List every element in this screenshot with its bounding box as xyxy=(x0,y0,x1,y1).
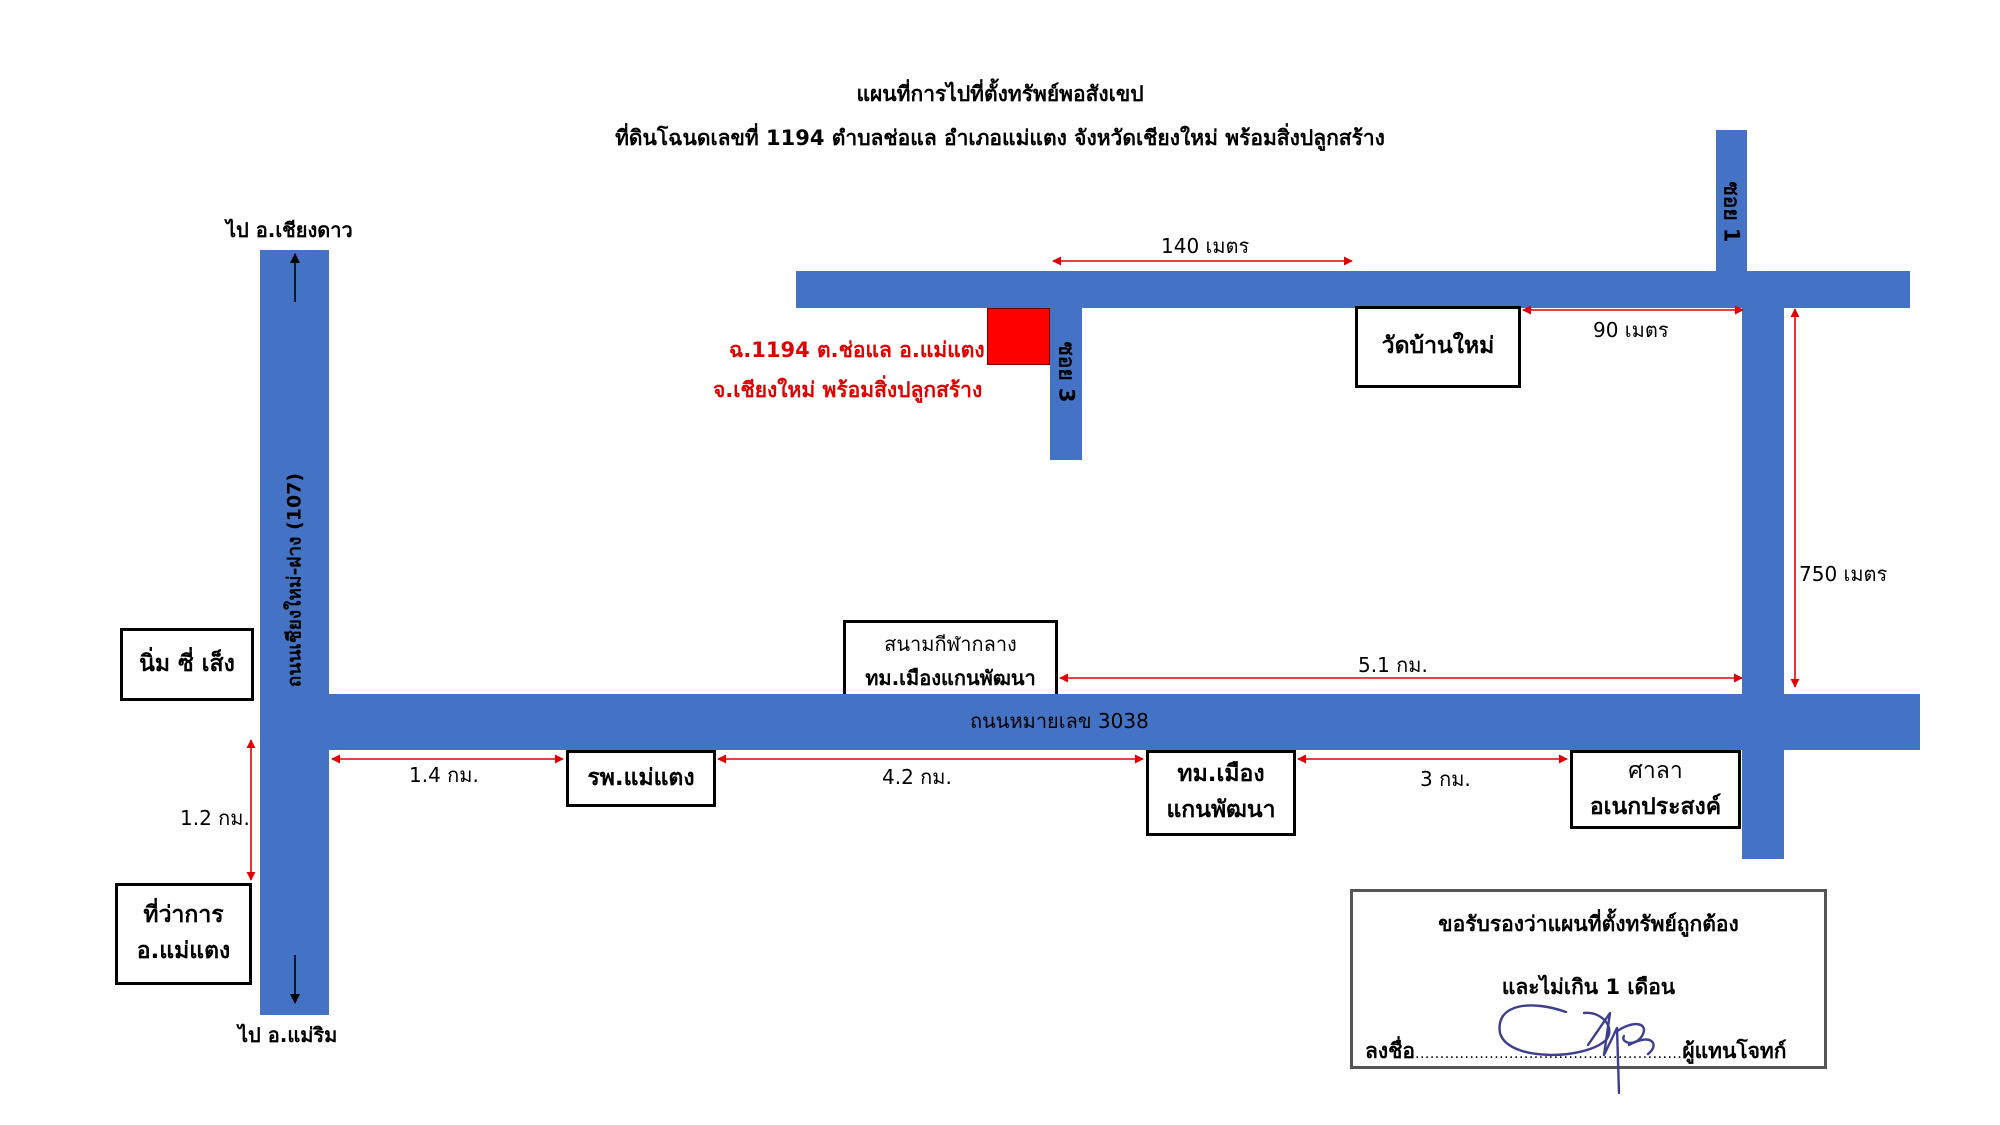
main-road-label: ถนนหมายเลข 3038 xyxy=(970,709,1149,733)
landmark-sala: ศาลา อเนกประสงค์ xyxy=(1570,750,1741,829)
landmark-municipality: ทม.เมือง แกนพัฒนา xyxy=(1146,750,1296,836)
municipality-label-line1: ทม.เมือง xyxy=(1177,761,1265,788)
distance-3km: 3 กม. xyxy=(1420,767,1471,791)
south-direction-label: ไป อ.แม่ริม xyxy=(238,1023,338,1047)
wat-label: วัดบ้านใหม่ xyxy=(1381,333,1495,360)
soi-1-label: ซอย 1 xyxy=(1719,181,1744,243)
nim-c-lang-label: นิ่ม ซี่ เส็ง xyxy=(139,650,235,677)
district-office-label-line2: อ.แม่แตง xyxy=(136,938,231,964)
certification-box: ขอรับรองว่าแผนที่ตั้งทรัพย์ถูกต้อง และไม… xyxy=(1350,889,1827,1069)
right-connector-road xyxy=(1742,306,1784,859)
signature-prefix: ลงชื่อ xyxy=(1365,1039,1415,1063)
soi-1-road xyxy=(1716,130,1747,271)
highway-label: ถนนเชียงใหม่-ฝาง (107) xyxy=(283,472,306,688)
landmark-stadium: สนามกีฬากลาง ทม.เมืองแกนพัฒนา xyxy=(843,620,1058,694)
property-marker xyxy=(987,308,1050,365)
landmark-wat-ban-mai: วัดบ้านใหม่ xyxy=(1355,306,1521,388)
soi-3-road xyxy=(1050,308,1082,460)
distance-1-2km: 1.2 กม. xyxy=(180,806,250,830)
signature-suffix: ผู้แทนโจทก์ xyxy=(1682,1039,1787,1063)
signature-line: ลงชื่อ .................................… xyxy=(1365,1035,1815,1068)
sala-label-line1: ศาลา xyxy=(1628,757,1683,784)
property-label-line2: จ.เชียงใหม่ พร้อมสิ่งปลูกสร้าง xyxy=(713,378,983,402)
stadium-label-line2: ทม.เมืองแกนพัฒนา xyxy=(865,666,1036,690)
landmark-nim-c-lang: นิ่ม ซี่ เส็ง xyxy=(120,628,254,701)
soi-3-label: ซอย 3 xyxy=(1054,341,1079,403)
distance-90m: 90 เมตร xyxy=(1593,318,1669,342)
distance-140m: 140 เมตร xyxy=(1161,234,1250,258)
map-title-line1: แผนที่การไปที่ตั้งทรัพย์พอสังเขป xyxy=(856,82,1144,106)
highway-107 xyxy=(260,250,329,1015)
municipality-label-line2: แกนพัฒนา xyxy=(1166,797,1276,823)
distance-750m: 750 เมตร xyxy=(1799,562,1888,586)
certification-line1: ขอรับรองว่าแผนที่ตั้งทรัพย์ถูกต้อง xyxy=(1438,912,1739,936)
distance-5-1km: 5.1 กม. xyxy=(1358,653,1428,677)
stadium-label-line1: สนามกีฬากลาง xyxy=(884,632,1017,656)
property-label-line1: ฉ.1194 ต.ช่อแล อ.แม่แตง xyxy=(729,338,985,362)
north-direction-label: ไป อ.เชียงดาว xyxy=(226,218,353,242)
signature-dots: ........................................… xyxy=(1415,1046,1683,1062)
distance-1-4km: 1.4 กม. xyxy=(409,763,479,787)
landmark-hospital: รพ.แม่แตง xyxy=(566,750,716,807)
landmark-district-office: ที่ว่าการ อ.แม่แตง xyxy=(115,883,252,985)
road-3038 xyxy=(329,694,1920,750)
map-title-line2: ที่ดินโฉนดเลขที่ 1194 ตำบลช่อแล อำเภอแม่… xyxy=(615,126,1385,150)
hospital-label: รพ.แม่แตง xyxy=(587,764,695,791)
distance-4-2km: 4.2 กม. xyxy=(882,765,952,789)
sala-label-line2: อเนกประสงค์ xyxy=(1589,793,1722,820)
district-office-label-line1: ที่ว่าการ xyxy=(143,902,224,929)
certification-line2: และไม่เกิน 1 เดือน xyxy=(1501,975,1676,999)
upper-road xyxy=(796,271,1910,308)
